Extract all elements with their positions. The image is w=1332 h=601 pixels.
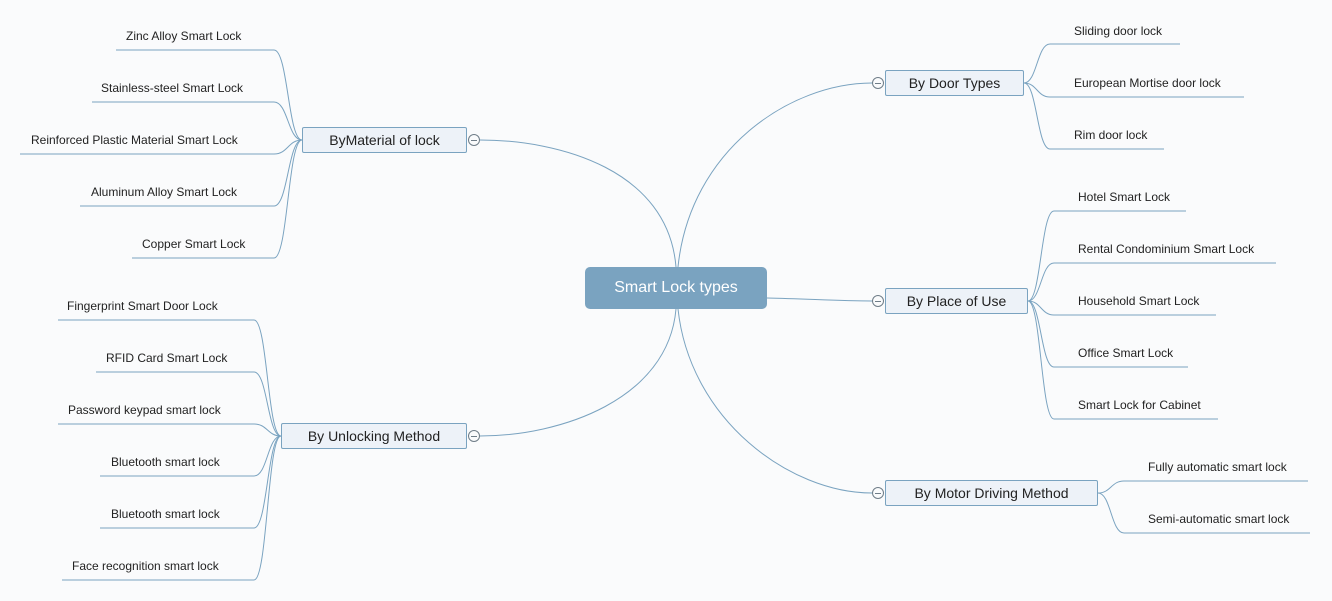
collapse-minus-icon[interactable] xyxy=(872,295,884,307)
leaf-topic[interactable]: Bluetooth smart lock xyxy=(111,507,220,521)
leaf-topic[interactable]: European Mortise door lock xyxy=(1074,76,1221,90)
leaf-topic[interactable]: Office Smart Lock xyxy=(1078,346,1174,360)
connector-material-leaf xyxy=(132,139,303,259)
connector-place-of-use-leaf xyxy=(1027,210,1186,302)
leaf-topic[interactable]: Fingerprint Smart Door Lock xyxy=(67,299,218,313)
leaf-topic[interactable]: Semi-automatic smart lock xyxy=(1148,512,1290,526)
leaf-topic[interactable]: Fully automatic smart lock xyxy=(1148,460,1287,474)
branch-by-material[interactable]: ByMaterial of lock xyxy=(302,127,467,153)
connector-center-door-types xyxy=(677,82,873,268)
leaf-topic[interactable]: Rim door lock xyxy=(1074,128,1148,142)
connector-material-leaf xyxy=(20,139,303,155)
connector-center-motor xyxy=(677,308,873,494)
connector-unlocking-leaf xyxy=(100,435,282,529)
leaf-topic[interactable]: Household Smart Lock xyxy=(1078,294,1200,308)
connector-material-leaf xyxy=(116,49,303,141)
connector-unlocking-leaf xyxy=(100,435,282,477)
connector-motor-leaf xyxy=(1097,492,1310,534)
branch-label: By Door Types xyxy=(908,75,1001,91)
connector-place-of-use-leaf xyxy=(1027,300,1218,420)
leaf-topic[interactable]: Hotel Smart Lock xyxy=(1078,190,1171,204)
branch-label: By Unlocking Method xyxy=(307,428,441,444)
connector-center-unlocking xyxy=(479,308,677,437)
branch-by-place-of-use[interactable]: By Place of Use xyxy=(885,288,1028,314)
connector-motor-leaf xyxy=(1097,480,1308,494)
connector-unlocking-leaf xyxy=(96,371,282,437)
connector-material-leaf xyxy=(92,101,303,141)
connector-center-material xyxy=(479,139,677,268)
branch-label: By Place of Use xyxy=(906,293,1007,309)
leaf-topic[interactable]: Smart Lock for Cabinet xyxy=(1078,398,1201,412)
connector-door-types-leaf xyxy=(1023,82,1164,150)
leaf-topic[interactable]: Password keypad smart lock xyxy=(68,403,221,417)
connector-place-of-use-leaf xyxy=(1027,300,1216,316)
leaf-topic[interactable]: Stainless-steel Smart Lock xyxy=(101,81,244,95)
branch-by-motor-driving-method[interactable]: By Motor Driving Method xyxy=(885,480,1098,506)
collapse-minus-icon[interactable] xyxy=(468,430,480,442)
leaf-topic[interactable]: Copper Smart Lock xyxy=(142,237,246,251)
connector-unlocking-leaf xyxy=(62,435,282,581)
central-topic[interactable]: Smart Lock types xyxy=(585,267,767,309)
collapse-minus-icon[interactable] xyxy=(872,77,884,89)
branch-by-unlocking-method[interactable]: By Unlocking Method xyxy=(281,423,467,449)
collapse-minus-icon[interactable] xyxy=(872,487,884,499)
connector-material-leaf xyxy=(80,139,303,207)
connector-place-of-use-leaf xyxy=(1027,300,1188,368)
connector-unlocking-leaf xyxy=(58,319,282,437)
connector-center-place-of-use xyxy=(766,297,873,302)
connector-place-of-use-leaf xyxy=(1027,262,1276,302)
connector-unlocking-leaf xyxy=(58,423,282,437)
branch-label: ByMaterial of lock xyxy=(329,132,440,148)
leaf-topic[interactable]: Reinforced Plastic Material Smart Lock xyxy=(31,133,238,147)
branch-by-door-types[interactable]: By Door Types xyxy=(885,70,1024,96)
leaf-topic[interactable]: Zinc Alloy Smart Lock xyxy=(126,29,242,43)
leaf-topic[interactable]: Rental Condominium Smart Lock xyxy=(1078,242,1255,256)
connector-door-types-leaf xyxy=(1023,43,1180,84)
connector-door-types-leaf xyxy=(1023,82,1244,98)
collapse-minus-icon[interactable] xyxy=(468,134,480,146)
leaf-topic[interactable]: Aluminum Alloy Smart Lock xyxy=(91,185,238,199)
central-topic-label: Smart Lock types xyxy=(614,279,738,296)
leaf-topic[interactable]: Sliding door lock xyxy=(1074,24,1163,38)
leaf-topic[interactable]: Bluetooth smart lock xyxy=(111,455,220,469)
leaf-topic[interactable]: RFID Card Smart Lock xyxy=(106,351,228,365)
branch-label: By Motor Driving Method xyxy=(914,485,1069,501)
leaf-topic[interactable]: Face recognition smart lock xyxy=(72,559,219,573)
